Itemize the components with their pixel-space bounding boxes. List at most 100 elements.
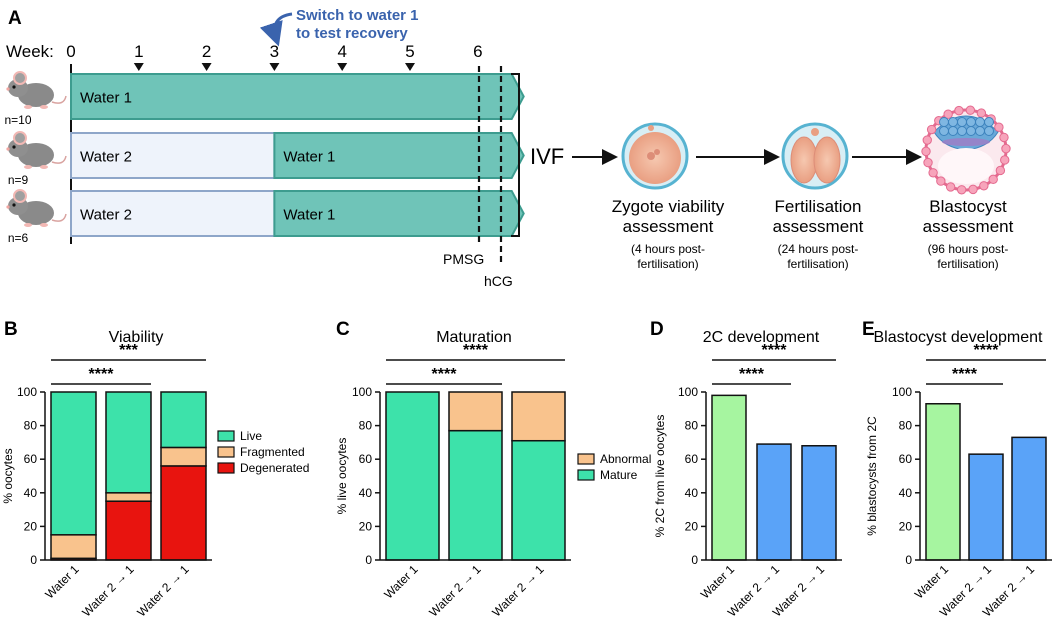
mouse-icon <box>6 189 67 227</box>
mice: n=10n=9n=6 <box>4 71 67 245</box>
stage-subtitle: (96 hours post- <box>928 242 1009 256</box>
bar-segment <box>105 391 152 494</box>
x-tick-label: Water 2 → 1 <box>489 562 546 619</box>
y-tick-label: 20 <box>359 519 373 533</box>
week-number: 1 <box>134 42 143 61</box>
significance-label: **** <box>952 366 978 383</box>
bar <box>925 403 961 561</box>
y-tick-label: 60 <box>24 452 38 466</box>
significance-label: **** <box>432 366 458 383</box>
bar <box>711 394 747 561</box>
week-number: 5 <box>405 42 414 61</box>
bar-segment <box>105 492 152 502</box>
week-number: 2 <box>202 42 211 61</box>
bar <box>801 445 837 561</box>
significance-label: **** <box>89 366 115 383</box>
week-label: Week: <box>6 42 54 61</box>
blastocyst-illustration <box>921 105 1011 195</box>
y-tick-label: 20 <box>24 519 38 533</box>
x-tick-label: Water 2 → 1 <box>79 562 136 619</box>
stage-title: assessment <box>773 217 864 236</box>
y-axis-title: % oocytes <box>1 448 15 503</box>
week-marker-icon <box>405 63 415 71</box>
week-marker-icon <box>201 63 212 71</box>
bar-segment <box>385 391 440 561</box>
panel-a-label: A <box>8 8 22 29</box>
y-tick-label: 60 <box>899 452 913 466</box>
legend-label: Mature <box>600 468 638 482</box>
y-tick-label: 80 <box>685 419 699 433</box>
chart-title: Blastocyst development <box>874 329 1044 346</box>
legend-swatch <box>217 430 235 442</box>
y-tick-label: 0 <box>30 553 37 567</box>
y-tick-label: 20 <box>899 519 913 533</box>
panel-label: E <box>862 319 875 340</box>
stage-title: assessment <box>623 217 714 236</box>
y-tick-label: 60 <box>359 452 373 466</box>
x-tick-label: Water 1 <box>42 562 82 602</box>
panel-label: C <box>336 319 350 340</box>
stage-title: Zygote viability <box>612 197 725 216</box>
y-axis-title: % 2C from live oocytes <box>653 415 667 538</box>
y-tick-label: 100 <box>892 385 912 399</box>
bar-segment <box>448 429 503 561</box>
y-axis-title: % live oocytes <box>335 438 349 515</box>
stage-subtitle: fertilisation) <box>937 257 998 271</box>
two-cell-illustration <box>781 122 849 190</box>
treatment-label: Water 1 <box>283 149 335 166</box>
treatment-label: Water 1 <box>80 90 132 107</box>
x-tick-label: Water 1 <box>381 562 421 602</box>
chart-title: 2C development <box>703 329 820 346</box>
legend-label: Fragmented <box>240 445 305 459</box>
pmsg-label: PMSG <box>443 251 484 267</box>
y-tick-label: 100 <box>678 385 698 399</box>
y-tick-label: 0 <box>365 553 372 567</box>
week-number: 6 <box>473 42 482 61</box>
week-number: 4 <box>337 42 346 61</box>
treatment-label: Water 2 <box>80 207 132 224</box>
x-tick-label: Water 2 → 1 <box>134 562 191 619</box>
significance-label: **** <box>463 342 489 359</box>
stage-title: Blastocyst <box>929 197 1007 216</box>
chart-title: Maturation <box>436 329 512 346</box>
bar-segment <box>511 439 566 561</box>
stage-subtitle: fertilisation) <box>787 257 848 271</box>
y-tick-label: 80 <box>899 419 913 433</box>
group-n-label: n=9 <box>8 173 29 187</box>
significance-label: **** <box>974 342 1000 359</box>
x-tick-label: Water 2 → 1 <box>426 562 483 619</box>
week-marker-icon <box>133 63 144 71</box>
treatment-label: Water 2 <box>80 149 132 166</box>
y-tick-label: 80 <box>359 419 373 433</box>
zygote-illustration <box>621 122 689 190</box>
group-n-label: n=10 <box>4 113 31 127</box>
mouse-icon <box>6 71 67 109</box>
y-tick-label: 100 <box>17 385 37 399</box>
mouse-icon <box>6 131 67 169</box>
legend-label: Degenerated <box>240 461 309 475</box>
bar <box>756 443 792 561</box>
bar-segment <box>50 534 97 560</box>
x-tick-label: Water 1 <box>912 562 952 602</box>
y-tick-label: 40 <box>899 486 913 500</box>
y-tick-label: 100 <box>352 385 372 399</box>
legend-label: Abnormal <box>600 452 651 466</box>
legend-label: Live <box>240 429 262 443</box>
legend-swatch <box>577 453 595 465</box>
y-tick-label: 20 <box>685 519 699 533</box>
legend-swatch <box>217 462 235 474</box>
stage-title: assessment <box>923 217 1014 236</box>
legend-swatch <box>217 446 235 458</box>
stage-subtitle: (4 hours post- <box>631 242 705 256</box>
bar-segment <box>50 391 97 536</box>
bracket <box>511 73 520 237</box>
panel-label: B <box>4 319 18 340</box>
y-tick-label: 40 <box>685 486 699 500</box>
legend-swatch <box>577 469 595 481</box>
